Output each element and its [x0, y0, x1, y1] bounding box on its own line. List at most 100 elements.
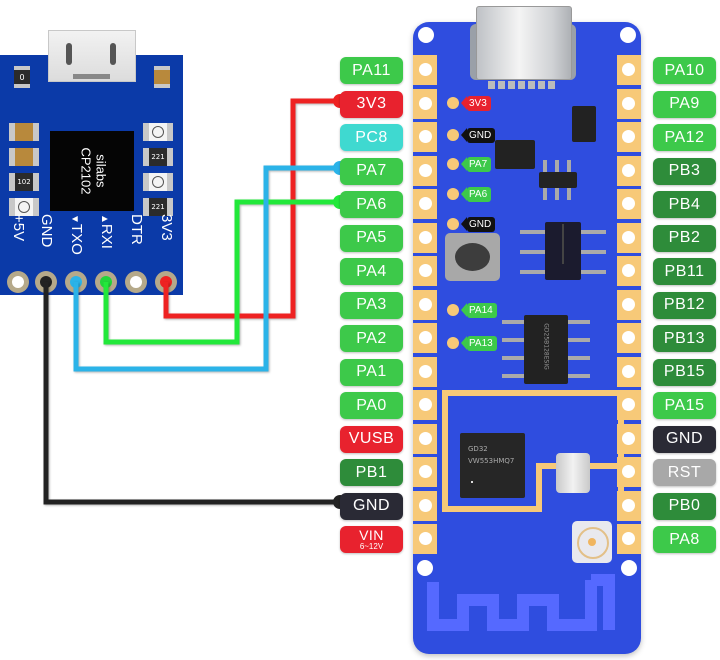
pin-hole — [622, 96, 635, 110]
pin-label-right: PA9 — [653, 90, 716, 118]
test-point — [447, 337, 459, 349]
mounting-hole — [417, 560, 433, 576]
header-pad — [413, 55, 437, 85]
adapter-pin[interactable] — [125, 271, 147, 293]
mounting-hole — [620, 27, 636, 43]
pin-name: PA1 — [356, 363, 387, 380]
pin-label-left: PC8 — [340, 124, 403, 151]
header-pad — [413, 490, 437, 521]
test-point — [447, 304, 459, 316]
silk-label: GND — [460, 128, 496, 143]
wire-txo-pa7 — [73, 165, 340, 372]
header-pad — [617, 423, 641, 454]
pin-hole — [622, 63, 635, 76]
header-pad — [413, 189, 437, 219]
pcb-antenna-trace — [427, 574, 615, 631]
pin-label-left: PA0 — [340, 392, 403, 419]
wire-3v3 — [163, 98, 340, 319]
pin-hole — [419, 331, 432, 344]
header-pad — [617, 222, 641, 253]
mcu-marking-1: GD32 — [468, 445, 488, 453]
pin-label-left: PA11 — [340, 57, 403, 84]
capacitor — [9, 123, 39, 141]
mcu-marking-2: VW553HMQ7 — [468, 457, 515, 465]
pin-hole — [419, 297, 432, 311]
crystal — [556, 453, 590, 493]
pin-name: PA11 — [352, 61, 391, 79]
header-pad — [617, 323, 641, 353]
pin-label-right: RST — [653, 459, 716, 486]
led — [9, 198, 39, 216]
resistor-label: 221 — [149, 148, 167, 166]
test-point — [447, 188, 459, 200]
header-pad — [617, 256, 641, 286]
pin-hole — [419, 130, 432, 143]
pin-label-left: PB1 — [340, 459, 403, 486]
pin-hole — [419, 163, 432, 177]
pin-label-right: PB15 — [653, 358, 716, 386]
pin-hole — [419, 398, 432, 411]
pin-label-left: PA6 — [340, 191, 403, 218]
header-pad — [413, 356, 437, 387]
silk-label: PA14 — [461, 303, 497, 318]
wire-gnd — [43, 282, 340, 505]
pin-name: PA7 — [356, 162, 387, 179]
header-pad — [617, 122, 641, 152]
pin-hole — [622, 465, 635, 478]
silk-label: GND — [460, 217, 496, 232]
pin-hole — [419, 264, 432, 277]
pin-hole — [622, 197, 635, 210]
transistor — [539, 172, 577, 188]
header-pad — [617, 524, 641, 554]
pin-label-right: PB11 — [653, 258, 716, 285]
pin-label-left: PA5 — [340, 224, 403, 252]
pin-label-left: PA3 — [340, 291, 403, 319]
pin-voltage-range: 6~12V — [359, 542, 384, 551]
pin-label-right: GND — [653, 425, 716, 453]
header-pad — [617, 390, 641, 420]
pin-label-right: PA15 — [653, 392, 716, 419]
reset-button[interactable] — [445, 233, 500, 281]
pin-name: PA2 — [356, 329, 387, 347]
pin-label-left: VUSB — [340, 425, 403, 453]
cp2102-chip: silabs CP2102 — [50, 131, 134, 211]
mounting-hole — [621, 560, 637, 576]
wire-rxi-pa6 — [103, 199, 340, 345]
resistor-label: 221 — [149, 198, 167, 216]
pin-hole — [130, 276, 142, 288]
mounting-hole — [418, 27, 434, 43]
micro-usb-connector — [48, 30, 136, 82]
pin-name: VIN — [359, 527, 384, 543]
header-pad — [413, 390, 437, 420]
capacitor — [9, 148, 39, 166]
header-pad — [617, 289, 641, 320]
header-pad — [413, 256, 437, 286]
pin-label-left: PA7 — [340, 157, 403, 185]
diode — [572, 106, 596, 142]
pin-label-left: PA4 — [340, 258, 403, 285]
pin-hole — [622, 532, 635, 545]
adapter-pin[interactable] — [7, 271, 29, 293]
pin-hole — [622, 230, 635, 244]
header-pad — [617, 189, 641, 219]
resistor-label: 0 — [14, 70, 30, 84]
led — [143, 123, 173, 141]
pin-hole — [622, 431, 635, 445]
resistor: 221 — [143, 198, 173, 216]
header-pad — [413, 323, 437, 353]
led — [143, 173, 173, 191]
pin-label-left: PA1 — [340, 358, 403, 386]
pin-hole — [419, 96, 432, 110]
pin-hole — [419, 364, 432, 378]
pin-label-right: PB2 — [653, 224, 716, 252]
header-pad — [617, 55, 641, 85]
pin-name: PA5 — [356, 229, 387, 246]
pin-hole — [622, 297, 635, 311]
pin-hole — [419, 465, 432, 478]
resistor: 221 — [143, 148, 173, 166]
header-pad — [413, 155, 437, 186]
usb-c-connector — [476, 6, 572, 80]
silk-label: PA6 — [460, 187, 492, 202]
header-pad — [617, 457, 641, 487]
